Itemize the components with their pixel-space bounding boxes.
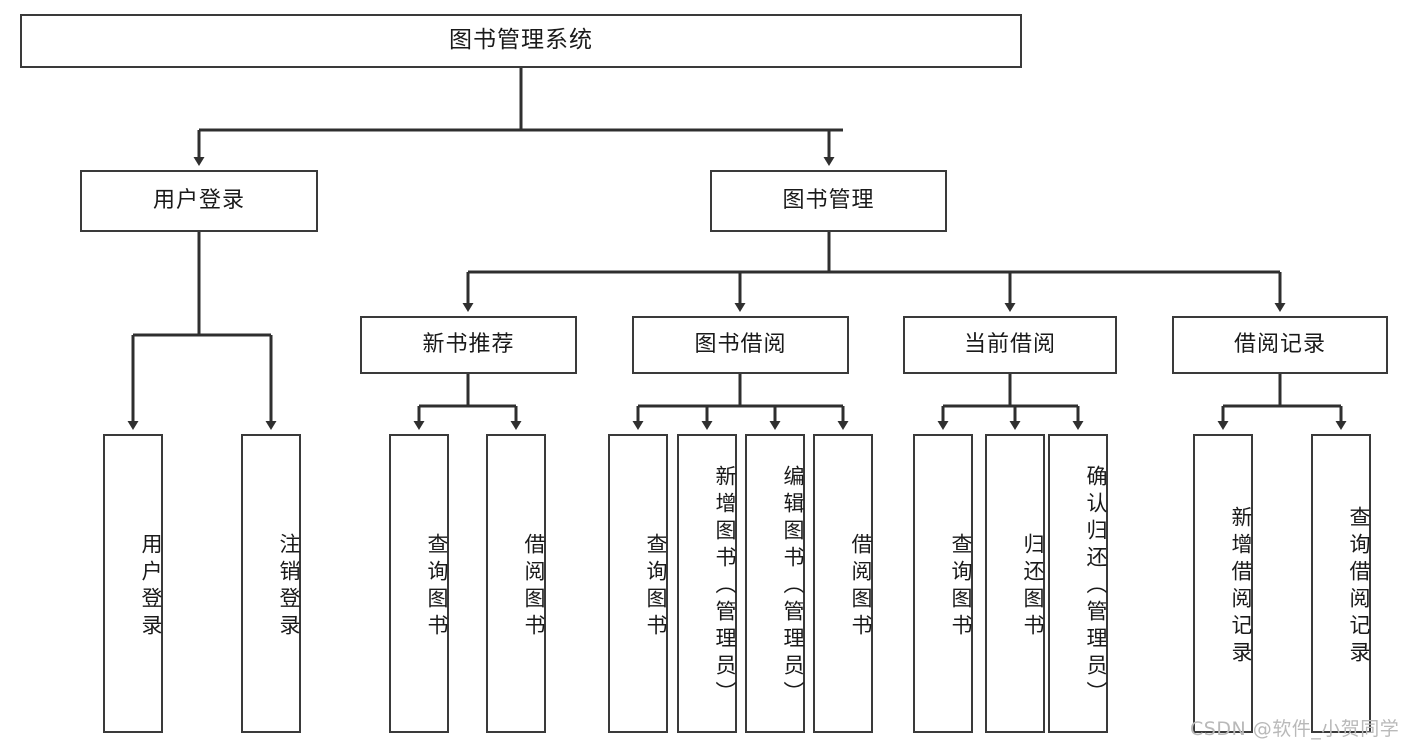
leaf-logout[interactable]: 注销登录	[241, 434, 301, 733]
leaf-user-login[interactable]: 用户登录	[103, 434, 163, 733]
node-current-borrowing[interactable]: 当前借阅	[903, 316, 1117, 374]
leaf-query-books-newbook[interactable]: 查询图书	[389, 434, 449, 733]
leaf-add-book-admin[interactable]: 新增图书（管理员）	[677, 434, 737, 733]
node-borrowing-records[interactable]: 借阅记录	[1172, 316, 1388, 374]
leaf-add-borrow-record[interactable]: 新增借阅记录	[1193, 434, 1253, 733]
node-book-management[interactable]: 图书管理	[710, 170, 947, 232]
leaf-edit-book-admin[interactable]: 编辑图书（管理员）	[745, 434, 805, 733]
leaf-borrow-books[interactable]: 借阅图书	[813, 434, 873, 733]
leaf-return-books[interactable]: 归还图书	[985, 434, 1045, 733]
leaf-query-books-current[interactable]: 查询图书	[913, 434, 973, 733]
csdn-watermark: CSDN @软件_小贺同学	[1190, 718, 1400, 740]
leaf-confirm-return-admin[interactable]: 确认归还（管理员）	[1048, 434, 1108, 733]
node-new-book-recommendation[interactable]: 新书推荐	[360, 316, 577, 374]
leaf-query-books-borrow[interactable]: 查询图书	[608, 434, 668, 733]
node-user-login[interactable]: 用户登录	[80, 170, 318, 232]
leaf-query-borrow-record[interactable]: 查询借阅记录	[1311, 434, 1371, 733]
node-book-borrowing[interactable]: 图书借阅	[632, 316, 849, 374]
node-root-book-management-system[interactable]: 图书管理系统	[20, 14, 1022, 68]
leaf-borrow-books-newbook[interactable]: 借阅图书	[486, 434, 546, 733]
